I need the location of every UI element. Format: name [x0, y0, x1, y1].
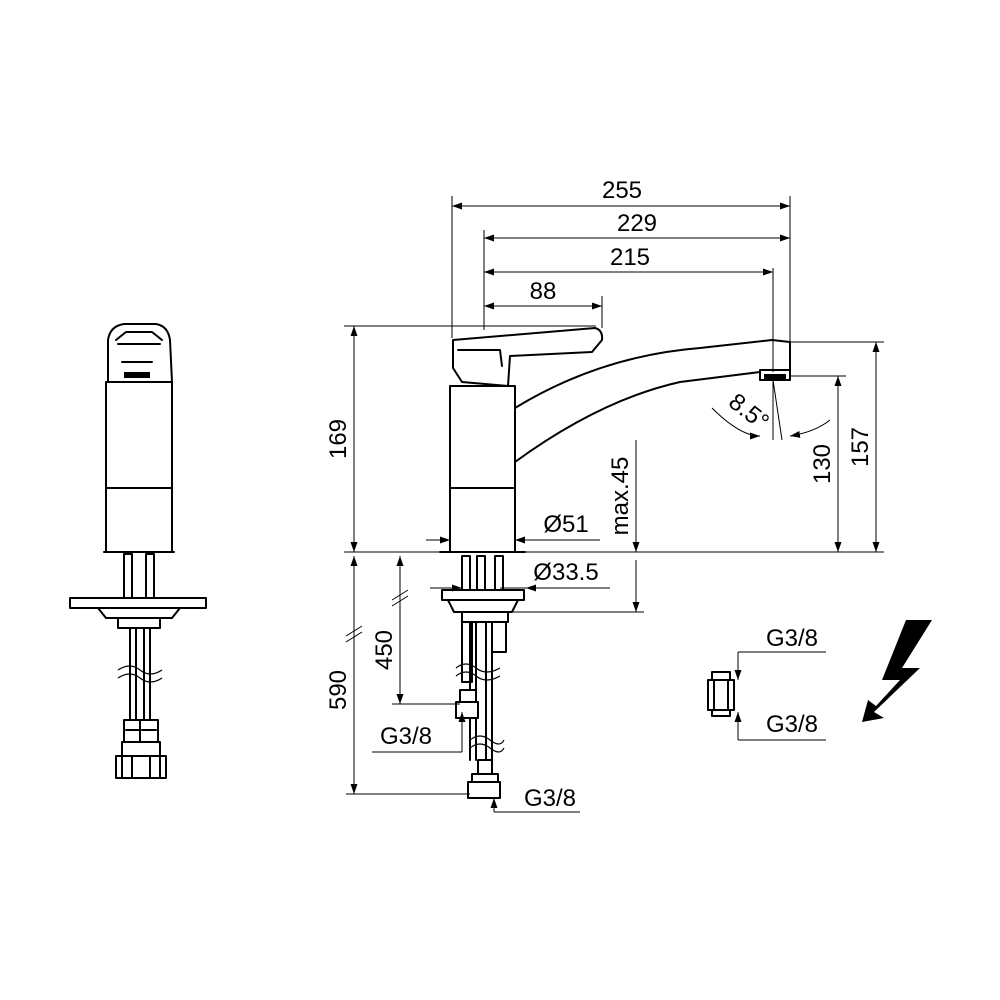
- label-157: 157: [847, 427, 874, 467]
- label-diameter-51: Ø51: [543, 511, 588, 538]
- label-229: 229: [617, 210, 657, 237]
- label-diameter-33-5: Ø33.5: [533, 559, 598, 586]
- label-255: 255: [602, 177, 642, 204]
- label-88: 88: [530, 278, 557, 305]
- label-hose-thread: G3/8: [380, 723, 432, 750]
- label-adapter-top: G3/8: [766, 625, 818, 652]
- label-angle: 8.5°: [723, 388, 773, 436]
- side-view: [69, 323, 207, 779]
- adapter-fitting: [707, 671, 735, 717]
- dimension-lines: [344, 196, 884, 813]
- label-130: 130: [809, 444, 836, 484]
- label-max45: max.45: [607, 457, 634, 536]
- label-215: 215: [610, 244, 650, 271]
- lightning-bolt-icon: [862, 620, 932, 722]
- label-bottom-thread: G3/8: [524, 785, 576, 812]
- dimension-labels: 255 229 215 88 169 157 130 8.5° max.45 Ø…: [325, 177, 874, 812]
- front-view: [439, 327, 791, 799]
- label-169: 169: [325, 419, 352, 459]
- label-450: 450: [371, 630, 398, 670]
- label-590: 590: [325, 670, 352, 710]
- label-adapter-bottom: G3/8: [766, 711, 818, 738]
